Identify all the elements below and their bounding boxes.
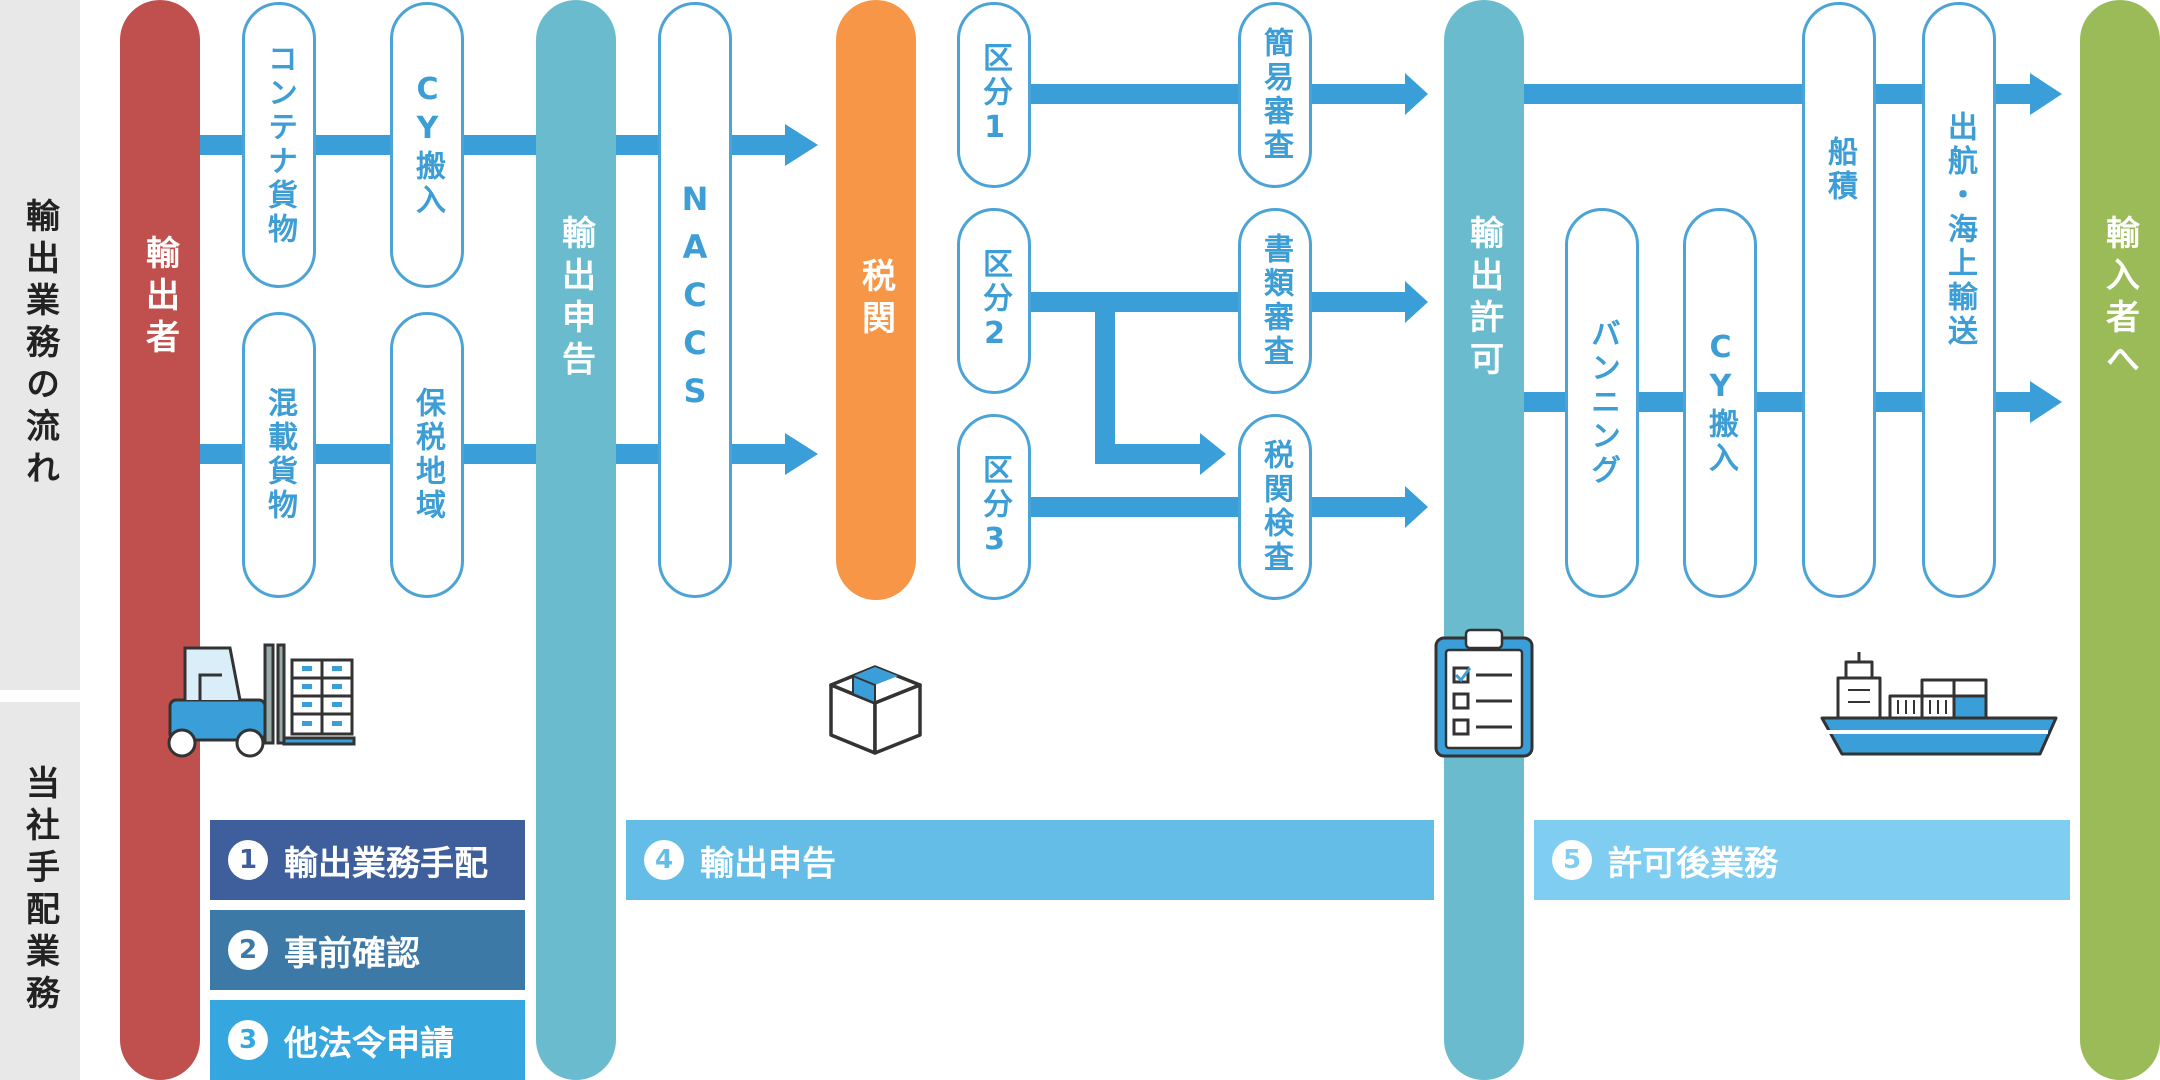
category-3-label: 区分3	[977, 453, 1012, 561]
box-icon	[829, 665, 922, 755]
category-1-pill: 区分1	[957, 2, 1031, 188]
exporter-bar: 輸出者	[120, 0, 200, 1080]
vanning-pill: バンニング	[1565, 208, 1639, 598]
departure-label: 出航・海上輸送	[1942, 111, 1977, 349]
task-number-4: 4	[644, 840, 684, 880]
container-cargo-pill: コンテナ貨物	[242, 2, 316, 288]
arrangement-section-text: 当社手配業務	[19, 765, 60, 1017]
category-2-pill: 区分2	[957, 208, 1031, 394]
task-export-arrangement: 1 輸出業務手配	[210, 820, 525, 900]
cy-in-pill-1: CY搬入	[390, 2, 464, 288]
permit-bar: 輸出許可	[1444, 0, 1524, 1080]
permit-label: 輸出許可	[1463, 215, 1504, 383]
declaration-bar: 輸出申告	[536, 0, 616, 1080]
task-post-permit: 5 許可後業務	[1534, 820, 2070, 900]
category-2-label: 区分2	[977, 247, 1012, 355]
ship-icon	[1820, 652, 2058, 756]
departure-pill: 出航・海上輸送	[1922, 2, 1996, 598]
loading-pill: 船積	[1802, 2, 1876, 598]
mixed-cargo-label: 混載貨物	[262, 387, 297, 523]
task-number-3: 3	[228, 1020, 268, 1060]
simple-review-label: 簡易審査	[1258, 27, 1293, 163]
customs-inspection-pill: 税関検査	[1238, 414, 1312, 600]
document-review-label: 書類審査	[1258, 233, 1293, 369]
naccs-label: NACCS	[676, 180, 714, 420]
cy-in-label-2: CY搬入	[1703, 330, 1738, 476]
bonded-area-label: 保税地域	[410, 387, 445, 523]
document-review-pill: 書類審査	[1238, 208, 1312, 394]
cy-in-label-1: CY搬入	[410, 72, 445, 218]
cy-in-pill-2: CY搬入	[1683, 208, 1757, 598]
importer-bar: 輸入者へ	[2080, 0, 2160, 1080]
flow-section-label: 輸出業務の流れ	[0, 0, 80, 690]
arrangement-section-label: 当社手配業務	[0, 702, 80, 1080]
task-number-2: 2	[228, 930, 268, 970]
naccs-pill: NACCS	[658, 2, 732, 598]
category-1-label: 区分1	[977, 41, 1012, 149]
mixed-cargo-pill: 混載貨物	[242, 312, 316, 598]
customs-label: 税関	[855, 258, 896, 342]
container-cargo-label: コンテナ貨物	[262, 43, 297, 247]
exporter-label: 輸出者	[139, 235, 180, 361]
task-label-1: 輸出業務手配	[284, 843, 488, 884]
task-number-5: 5	[1552, 840, 1592, 880]
declaration-label: 輸出申告	[555, 215, 596, 383]
category-3-pill: 区分3	[957, 414, 1031, 600]
customs-inspection-label: 税関検査	[1258, 439, 1293, 575]
simple-review-pill: 簡易審査	[1238, 2, 1312, 188]
vanning-label: バンニング	[1585, 318, 1620, 488]
flow-section-text: 輸出業務の流れ	[19, 198, 60, 492]
task-label-5: 許可後業務	[1608, 843, 1778, 884]
forklift-icon	[167, 643, 356, 758]
task-other-law-application: 3 他法令申請	[210, 1000, 525, 1080]
task-prior-confirmation: 2 事前確認	[210, 910, 525, 990]
task-label-3: 他法令申請	[284, 1023, 454, 1064]
task-export-declaration: 4 輸出申告	[626, 820, 1434, 900]
task-number-1: 1	[228, 840, 268, 880]
task-label-2: 事前確認	[284, 933, 420, 974]
clipboard-icon	[1434, 628, 1534, 758]
loading-label: 船積	[1822, 136, 1857, 204]
importer-label: 輸入者へ	[2099, 215, 2140, 383]
task-label-4: 輸出申告	[700, 843, 836, 884]
bonded-area-pill: 保税地域	[390, 312, 464, 598]
customs-bar: 税関	[836, 0, 916, 600]
